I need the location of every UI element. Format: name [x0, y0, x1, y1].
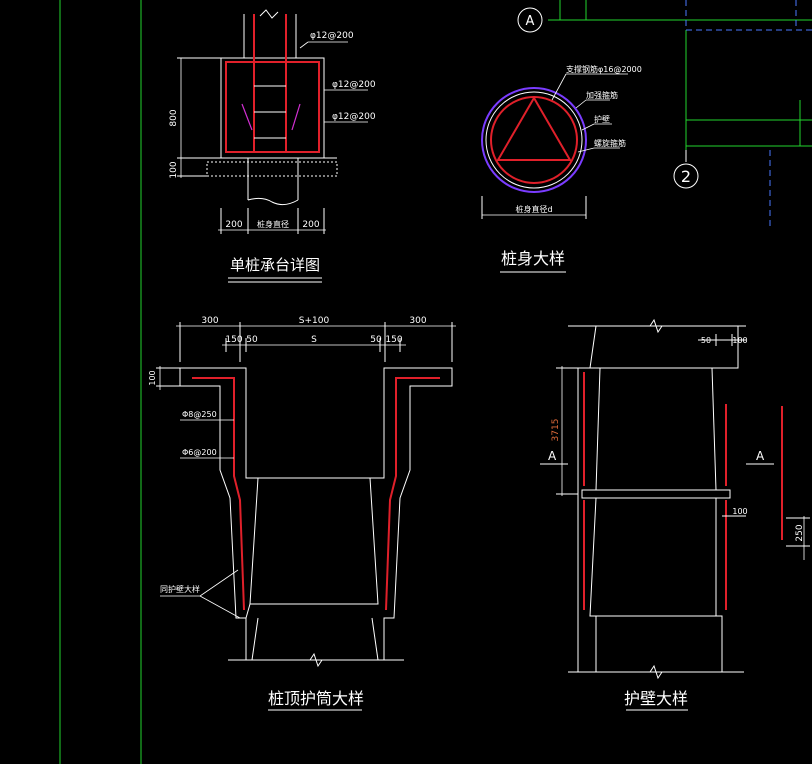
svg-text:护壁: 护壁 [594, 114, 610, 124]
pile-top-title: 桩顶护筒大样 [268, 689, 364, 708]
svg-text:200: 200 [302, 220, 319, 230]
svg-text:300: 300 [201, 316, 218, 326]
svg-text:φ12@200: φ12@200 [332, 80, 376, 90]
svg-text:2: 2 [681, 167, 691, 186]
svg-text:150: 150 [385, 335, 402, 345]
wall-title: 护壁大样 [624, 689, 688, 708]
svg-text:S+100: S+100 [299, 316, 330, 326]
svg-text:A: A [526, 14, 535, 29]
svg-text:300: 300 [409, 316, 426, 326]
svg-text:φ12@200: φ12@200 [332, 112, 376, 122]
svg-text:桩身直径: 桩身直径 [257, 219, 289, 229]
svg-text:100: 100 [148, 370, 157, 385]
pile-cap-title: 单桩承台详图 [230, 256, 320, 274]
svg-text:100: 100 [732, 507, 747, 516]
svg-text:同护壁大样: 同护壁大样 [160, 584, 200, 594]
svg-text:250: 250 [795, 524, 805, 541]
axis-bubble-2: 2 [673, 150, 699, 189]
pile-cap-detail: φ12@200 φ12@200 φ12@200 800 100 200 桩身直径… [169, 9, 376, 283]
svg-text:50: 50 [246, 335, 258, 345]
pile-body-title: 桩身大样 [501, 249, 565, 268]
svg-text:100: 100 [732, 336, 747, 345]
svg-text:φ12@200: φ12@200 [310, 31, 354, 41]
svg-text:A: A [756, 449, 765, 463]
svg-text:3715: 3715 [551, 419, 561, 442]
pile-body-detail: 支撑钢筋φ16@2000 加强箍筋 护壁 螺旋箍筋 桩身直径d 桩身大样 [481, 64, 642, 273]
wall-detail: 50 100 3715 A A 100 2 [540, 318, 810, 711]
svg-text:螺旋箍筋: 螺旋箍筋 [594, 138, 626, 148]
svg-text:800: 800 [169, 109, 179, 126]
svg-text:S: S [311, 335, 317, 345]
svg-text:支撑钢筋φ16@2000: 支撑钢筋φ16@2000 [566, 64, 642, 74]
svg-text:桩身直径d: 桩身直径d [515, 204, 552, 214]
svg-text:150: 150 [225, 335, 242, 345]
svg-text:Φ8@250: Φ8@250 [182, 410, 217, 419]
svg-text:100: 100 [169, 161, 179, 178]
svg-text:50: 50 [701, 336, 711, 345]
axis-bubble-a: A [517, 7, 543, 33]
svg-text:加强箍筋: 加强箍筋 [586, 90, 618, 100]
svg-text:A: A [548, 449, 557, 463]
svg-text:50: 50 [370, 335, 382, 345]
svg-text:200: 200 [225, 220, 242, 230]
frame-lines [59, 0, 812, 764]
pile-top-casing-detail: 300 S+100 300 150 50 S 50 150 100 Φ8@250 [148, 316, 456, 711]
svg-text:Φ6@200: Φ6@200 [182, 448, 217, 457]
